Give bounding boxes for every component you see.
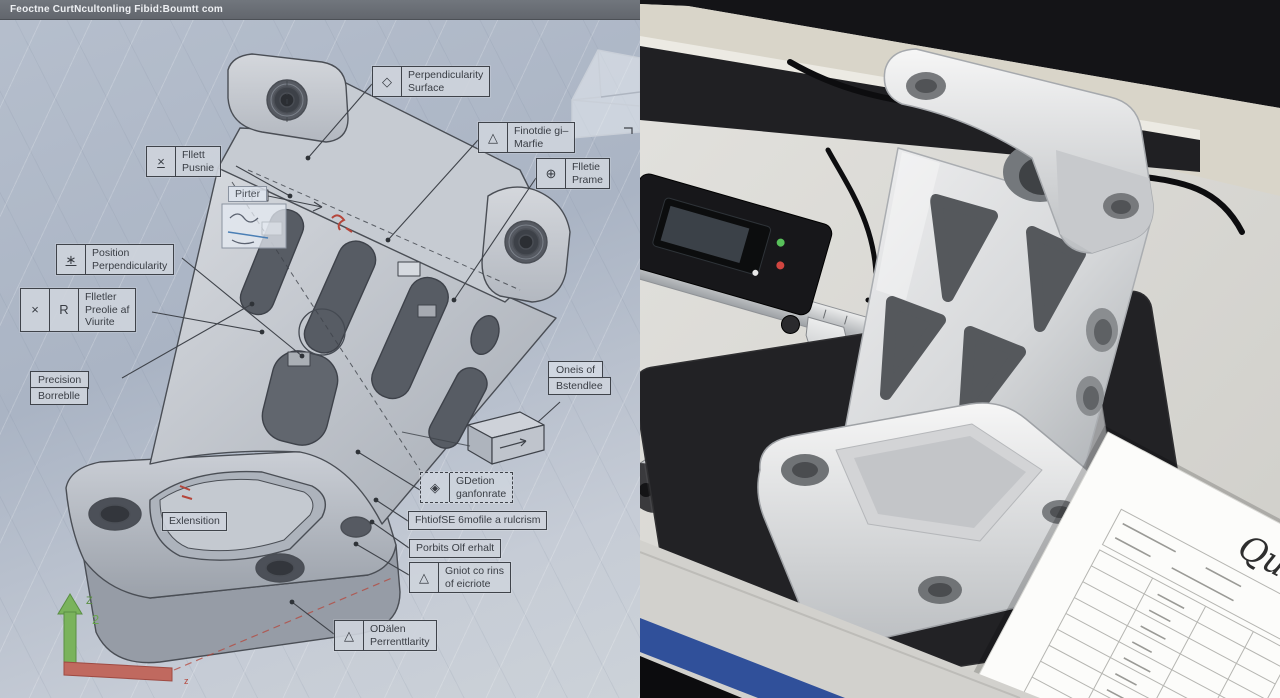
callout-precision-borreblle: Precision Borreblle	[30, 370, 90, 405]
callout-text: Finotdie gi– Marfie	[514, 125, 569, 150]
cad-pane: Z 2 z ◇ Perpendicularity Surface × Fllet…	[0, 0, 640, 698]
callout-text: Flletie Prame	[572, 161, 603, 186]
callout-text: ODälen Perrenttlarity	[370, 623, 430, 648]
callout-text: Borreblle	[30, 387, 89, 405]
callout-text: Oneis of	[548, 360, 604, 379]
pirter-sketch	[221, 203, 287, 249]
table-edge	[640, 540, 1040, 698]
cad-title: Feoctne CurtNcultonling Fibid:Boumtt com	[10, 4, 223, 15]
photo-scene: Qu	[640, 0, 1280, 698]
callout-text: Exlensition	[169, 515, 220, 527]
callout-fllett-pusnie: × Fllett Pusnie	[146, 146, 222, 178]
flatness-icon: ×	[147, 147, 176, 177]
callout-position-perpendicularity: ∗ Position Perpendicularity	[56, 244, 175, 276]
callout-gdetion: ◈ GDetion ganfonrate	[420, 472, 514, 504]
axis-label-x: z	[184, 676, 189, 686]
callout-text: FhtiofSE 6mofile a rulcrism	[415, 514, 541, 526]
callout-text: Perpendicularity Surface	[408, 69, 484, 94]
callout-text: Precision	[30, 370, 90, 389]
callout-flletler-preolie: × R Flletler Preolie af Viurite	[20, 288, 137, 332]
cad-viewport[interactable]: Z 2 z ◇ Perpendicularity Surface × Fllet…	[0, 0, 640, 698]
inspection-sheet: Qu	[929, 425, 1280, 698]
datum-triangle-icon: △	[335, 621, 364, 651]
axis-label-z: Z	[86, 595, 93, 607]
leader-lines	[121, 83, 561, 635]
callout-text: Fllett Pusnie	[182, 149, 215, 174]
caliper-led-red	[776, 261, 785, 270]
callout-text: Bstendlee	[548, 377, 611, 395]
callout-flletie-prame: ⊕ Flletie Prame	[536, 158, 610, 190]
diamond-icon: ◈	[421, 473, 450, 503]
axis-label-2: 2	[92, 612, 99, 627]
cross-icon: ×	[21, 289, 50, 331]
perpendicularity-icon: ◇	[373, 67, 402, 97]
datum-triangle-icon: △	[479, 123, 508, 153]
callout-fhtiof: FhtiofSE 6mofile a rulcrism	[408, 511, 548, 530]
callout-gniot: △ Gniot co rins of eicriote	[409, 562, 511, 594]
callout-text: Flletler Preolie af Viurite	[85, 291, 130, 329]
callout-finotdie-marfie: △ Finotdie gi– Marfie	[478, 122, 576, 154]
axis-triad: Z 2 z	[57, 593, 189, 686]
callout-text: Porbits Olf erhalt	[416, 542, 495, 554]
callout-pirter: Pirter	[228, 186, 268, 202]
callout-porbits: Porbits Olf erhalt	[409, 539, 502, 558]
cad-drawing: Z 2 z	[57, 49, 640, 686]
cad-part	[65, 53, 571, 664]
view-prism-icon	[571, 49, 640, 139]
callout-perpendicularity-surface: ◇ Perpendicularity Surface	[372, 66, 491, 98]
photo-pane: Qu	[640, 0, 1280, 698]
callout-text: Gniot co rins of eicriote	[445, 565, 504, 590]
callout-oneis-bstendlee: Oneis of Bstendlee	[548, 360, 611, 395]
callout-odalen: △ ODälen Perrenttlarity	[334, 620, 437, 652]
datum-block	[467, 411, 545, 465]
caliper-led-green	[776, 238, 785, 247]
red-marks	[173, 214, 393, 671]
datum-r-icon: R	[50, 289, 79, 331]
datum-triangle-icon: △	[410, 563, 439, 593]
cad-titlebar: Feoctne CurtNcultonling Fibid:Boumtt com	[0, 0, 640, 20]
callout-text: Position Perpendicularity	[92, 247, 168, 272]
callout-exlensition: Exlensition	[162, 512, 227, 531]
callout-text: GDetion ganfonrate	[456, 475, 507, 500]
star-icon: ∗	[57, 245, 86, 275]
position-circle-icon: ⊕	[537, 159, 566, 189]
machined-part	[757, 48, 1154, 644]
